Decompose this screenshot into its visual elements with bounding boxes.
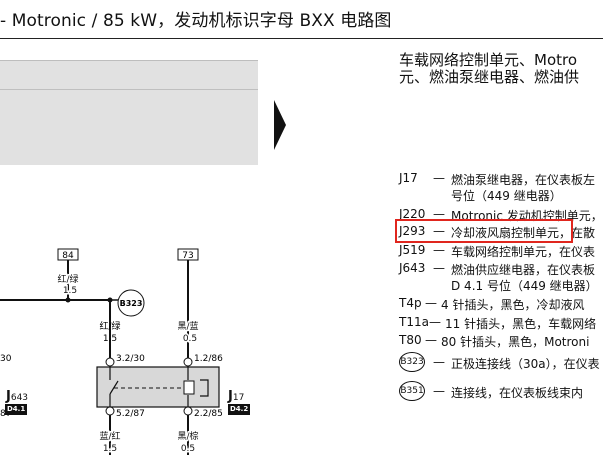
relay-tag: D4.1 — [5, 404, 28, 415]
legend-desc: 11 针插头，黑色，车载网络 — [445, 317, 597, 331]
wire-color-label: 黑/蓝 — [177, 320, 198, 332]
wire-color-label: 红/绿 — [57, 273, 78, 285]
relay-tag: D4.2 — [228, 404, 251, 415]
gray-panel — [0, 60, 258, 165]
legend-desc-continued: D 4.1 号位（449 继电器） — [451, 279, 598, 293]
legend-desc: 80 针插头，黑色，Motroni — [441, 335, 590, 349]
legend-desc: 正极连接线（30a），在仪表 — [451, 357, 600, 371]
legend-code: J643 — [399, 261, 426, 275]
wire-color-label: 黑/棕 — [177, 430, 198, 442]
wire-size-label: 1.5 — [63, 286, 77, 296]
legend-desc: 冷却液风扇控制单元，在散 — [451, 226, 596, 240]
pin-label: 3.2/30 — [116, 354, 145, 364]
b323-connector-icon — [117, 289, 145, 317]
wire-size-label: 1.5 — [103, 334, 117, 344]
legend-code: J17 — [399, 171, 418, 185]
wire-size-label: 0.5 — [181, 444, 195, 454]
relay-coil — [183, 380, 195, 395]
terminal-label: 73 — [182, 251, 193, 261]
circuit-diagram: 84 红/绿 1.5 B323 红/绿 1.5 73 黑/蓝 0.5 3.2/3… — [0, 248, 223, 455]
legend-code: J519 — [399, 243, 426, 257]
legend-code: J220 — [399, 207, 426, 221]
legend-desc-continued: 号位（449 继电器） — [451, 189, 562, 203]
connector-circle-icon: B351 — [399, 381, 425, 401]
legend-desc: 车载网络控制单元，在仪表 — [451, 245, 596, 259]
legend-desc: 连接线，在仪表板线束内 — [451, 386, 584, 400]
edge-pin-label: 30 — [0, 354, 12, 364]
legend-code: J293 — [399, 224, 426, 238]
section-heading-line1: 车载网络控制单元、Motro — [399, 51, 578, 69]
pin-label: 2.2/85 — [194, 409, 223, 419]
relay-name-j643: J643 — [6, 389, 29, 404]
wire-color-label: 蓝/红 — [99, 430, 120, 442]
relay-box — [96, 366, 220, 408]
pin-label: 1.2/86 — [194, 354, 223, 364]
title-divider — [0, 38, 603, 39]
section-heading: 车载网络控制单元、Motro 元、燃油泵继电器、燃油供 — [399, 52, 579, 86]
relay-name-j17: J17 — [228, 389, 245, 404]
pin-label: 5.2/87 — [116, 409, 145, 419]
page-title: - Motronic / 85 kW，发动机标识字母 BXX 电路图 — [0, 11, 392, 31]
legend-code: T4p — [399, 296, 422, 310]
connector-label: B323 — [120, 299, 143, 308]
legend-code: T80 — [399, 333, 422, 347]
wire-color-label: 红/绿 — [99, 320, 120, 332]
wire-size-label: 0.5 — [183, 334, 197, 344]
terminal-label: 84 — [62, 251, 74, 261]
wire-size-label: 1.5 — [103, 444, 117, 454]
connector-circle-icon: B323 — [399, 352, 425, 372]
next-page-arrow-icon[interactable] — [274, 100, 288, 150]
legend-desc: 燃油泵继电器，在仪表板左 — [451, 173, 596, 187]
highlight-box — [395, 219, 573, 243]
legend-code: T11a — [399, 315, 429, 329]
legend-desc: 燃油供应继电器，在仪表板 — [451, 263, 596, 277]
section-heading-line2: 元、燃油泵继电器、燃油供 — [399, 68, 580, 86]
legend-desc: 4 针插头，黑色，冷却液风 — [441, 298, 585, 312]
